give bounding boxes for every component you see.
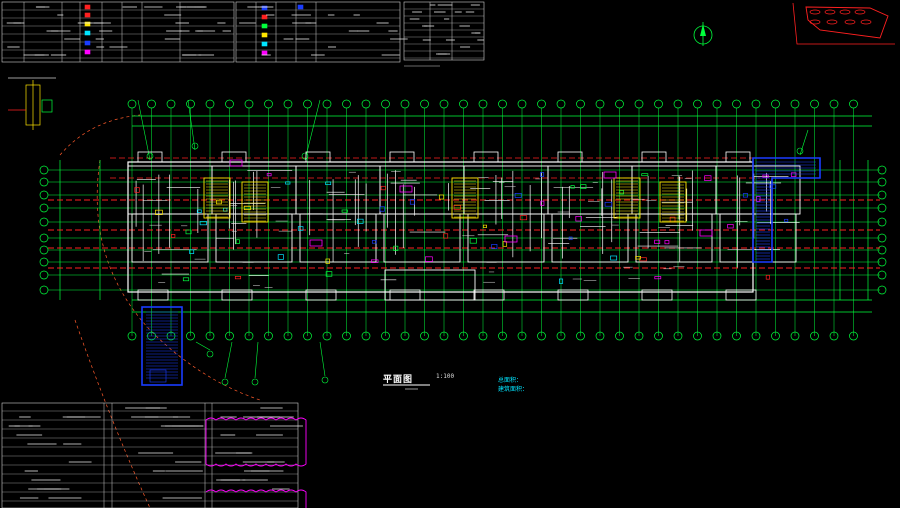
small-info-table xyxy=(403,1,485,67)
notes-table xyxy=(1,402,303,508)
stair-block-right xyxy=(752,157,821,263)
revision-clouds xyxy=(205,417,307,508)
legend-table xyxy=(1,1,408,63)
north-arrow-icon xyxy=(693,22,713,46)
key-plan-icon xyxy=(792,2,895,45)
axis-grid xyxy=(39,99,887,386)
drawing-title: 平面图 xyxy=(383,375,414,385)
stair-block-left xyxy=(141,306,183,386)
floor-plan xyxy=(127,151,801,301)
site-boundary-curves xyxy=(59,114,261,508)
detail-section-icon xyxy=(8,77,56,130)
area-line-building: 建筑面积： xyxy=(498,386,529,393)
drawing-scale: 1:100 xyxy=(436,373,455,380)
area-line-total: 总面积： xyxy=(498,377,523,384)
